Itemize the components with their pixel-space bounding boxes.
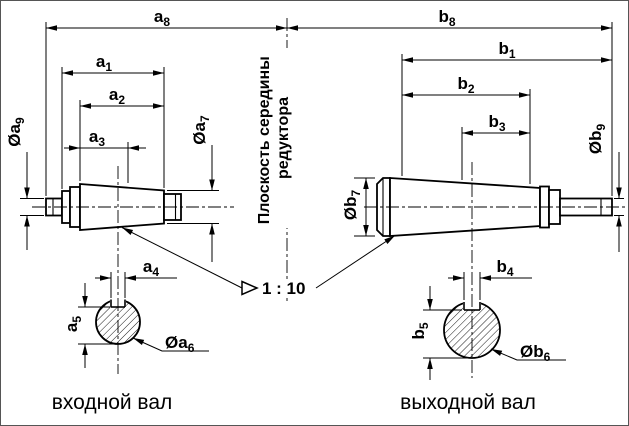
dim-a2: a2 xyxy=(79,85,164,181)
dim-label-a1: a1 xyxy=(96,52,112,74)
dim-label-a4: a4 xyxy=(143,257,159,279)
dim-label-b5: b5 xyxy=(409,322,431,339)
dim-b7: Øb7 xyxy=(341,177,375,237)
captions: входной вал выходной вал xyxy=(52,391,536,414)
dim-a6: Øa6 xyxy=(131,333,209,355)
taper-callout: 1 : 10 xyxy=(120,225,397,298)
dim-b4: b4 xyxy=(448,257,532,300)
dim-label-b1: b1 xyxy=(498,39,515,61)
taper-triangle-icon xyxy=(241,280,259,296)
dim-b8: b8 xyxy=(287,7,613,196)
caption-input-shaft: входной вал xyxy=(52,391,173,414)
dim-label-b2: b2 xyxy=(457,74,474,96)
dim-b1: b1 xyxy=(401,39,612,176)
dim-a8: a8 xyxy=(45,7,287,196)
center-plane: Плоскость середины редуктора xyxy=(250,48,295,228)
caption-output-shaft: выходной вал xyxy=(400,391,536,414)
dim-a1: a1 xyxy=(61,52,165,189)
dim-b5: b5 xyxy=(409,286,469,380)
dim-label-a9: Øa9 xyxy=(5,117,27,147)
dim-a5: a5 xyxy=(62,283,115,368)
dim-label-a7: Øa7 xyxy=(190,115,212,145)
dim-label-a6: Øa6 xyxy=(165,333,195,355)
dim-label-a2: a2 xyxy=(109,85,125,107)
dim-label-b3: b3 xyxy=(488,112,505,134)
dim-label-b7: Øb7 xyxy=(341,190,363,221)
taper-ratio-label: 1 : 10 xyxy=(262,279,305,298)
dim-label-a5: a5 xyxy=(62,316,84,332)
dim-a4: a4 xyxy=(95,257,177,298)
dim-label-b4: b4 xyxy=(496,257,513,279)
dim-a3: a3 xyxy=(64,127,146,183)
dim-label-b9: Øb9 xyxy=(586,124,608,155)
center-plane-label: Плоскость середины редуктора xyxy=(256,52,292,225)
dim-label-a3: a3 xyxy=(89,127,105,149)
dim-b6: Øb6 xyxy=(489,342,566,364)
dim-a9: Øa9 xyxy=(5,117,44,250)
dim-a7: Øa7 xyxy=(167,115,219,262)
dim-label-a8: a8 xyxy=(154,7,170,29)
dim-label-b6: Øb6 xyxy=(520,342,551,364)
dim-label-b8: b8 xyxy=(438,7,455,29)
dim-b9: Øb9 xyxy=(586,124,624,252)
dim-b2: b2 xyxy=(402,74,531,184)
dim-b3: b3 xyxy=(461,112,530,180)
